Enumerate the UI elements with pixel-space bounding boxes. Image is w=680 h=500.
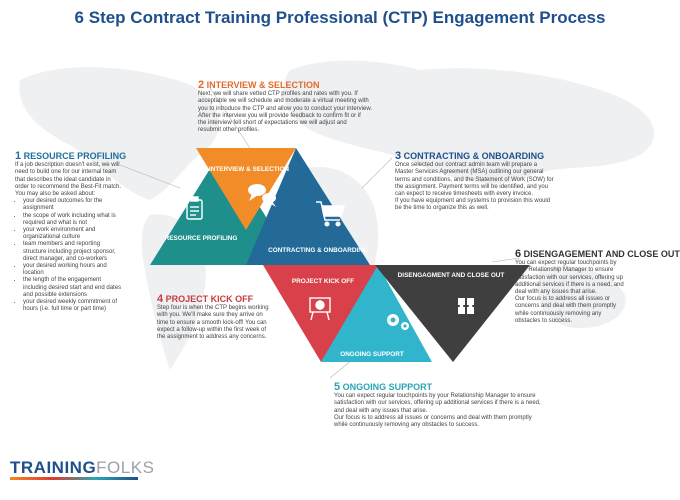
step-5-block: 5 ONGOING SUPPORT You can expect regular… (334, 381, 594, 429)
step-5-title: ONGOING SUPPORT (342, 382, 433, 392)
page-title: 6 Step Contract Training Professional (C… (74, 8, 606, 27)
step-5-number: 5 (334, 381, 341, 393)
step-2-heading: 2 INTERVIEW & SELECTION (198, 79, 388, 91)
step-6-block: 6 DISENGAGEMENT AND CLOSE OUT You can ex… (515, 248, 680, 325)
step-6-heading: 6 DISENGAGEMENT AND CLOSE OUT (515, 248, 680, 260)
step-2-text: Next, we will share vetted CTP profiles … (198, 91, 372, 134)
connector-line (209, 87, 251, 149)
connector-line (491, 257, 521, 263)
step-1-list: your desired outcomes for the assignment… (15, 198, 155, 313)
step-1-list-item: the length of the engagement including d… (23, 277, 155, 299)
step-1-title: RESOURCE PROFILING (23, 151, 127, 161)
gears-icon (387, 314, 409, 330)
clipboard-icon (186, 196, 203, 220)
step-4-text: Step four is when the CTP begins working… (157, 305, 269, 341)
step-4-number: 4 (157, 293, 164, 305)
step-1-list-item: your work environment and organizational… (23, 227, 155, 241)
step-5-text: You can expect regular touchpoints by yo… (334, 393, 541, 429)
puzzle-icon (458, 298, 474, 314)
step-6-number: 6 (515, 248, 522, 260)
triangle-interview-selection (196, 148, 296, 230)
step-1-heading: 1 RESOURCE PROFILING (15, 150, 155, 162)
presentation-board-icon (309, 297, 331, 321)
step-1-list-item: your desired outcomes for the assignment (23, 198, 155, 212)
step-3-heading: 3 CONTRACTING & ONBOARDING (395, 150, 575, 162)
step-3-text: Once selected our contract admin team wi… (395, 162, 554, 212)
logo-part-1: TRAINING (10, 458, 97, 477)
step-2-block: 2 INTERVIEW & SELECTION Next, we will sh… (198, 79, 388, 134)
step-2-title: INTERVIEW & SELECTION (206, 80, 320, 90)
connector-line (361, 157, 393, 189)
step-1-list-item: team members and reporting structure inc… (23, 241, 155, 263)
connector-line (329, 359, 353, 379)
step-2-number: 2 (198, 79, 205, 91)
step-4-heading: 4 PROJECT KICK OFF (157, 293, 297, 305)
tri-label-disengagement: DISENGAGMENT AND CLOSE OUT (398, 272, 505, 279)
step-1-list-item: your desired weekly commitment of hours … (23, 299, 155, 313)
step-6-title: DISENGAGEMENT AND CLOSE OUT (523, 249, 680, 259)
trainingfolks-logo: TRAININGFOLKS (10, 458, 154, 478)
step-4-block: 4 PROJECT KICK OFF Step four is when the… (157, 293, 297, 341)
triangle-project-kickoff (263, 265, 380, 362)
tri-label-resource-profiling: RESOURCE PROFILING (165, 235, 238, 242)
tri-label-ongoing-support: ONGOING SUPPORT (340, 351, 404, 358)
chat-bubbles-icon (248, 184, 276, 207)
connector-line (119, 164, 181, 189)
logo-part-2: FOLKS (96, 458, 155, 477)
tri-label-project-kickoff: PROJECT KICK OFF (292, 278, 354, 285)
logo-underline (10, 477, 138, 480)
step-3-title: CONTRACTING & ONBOARDING (403, 151, 545, 161)
step-3-number: 3 (395, 150, 402, 162)
step-1-block: 1 RESOURCE PROFILING If a job descriptio… (15, 150, 155, 313)
shopping-cart-icon (316, 201, 346, 227)
step-5-heading: 5 ONGOING SUPPORT (334, 381, 594, 393)
tri-label-contracting-onboarding: CONTRACTING & ONBOARDING (268, 247, 368, 254)
triangle-contracting-onboarding (246, 148, 370, 265)
triangle-disengagement (375, 265, 530, 362)
step-1-list-item: your desired working hours and location (23, 263, 155, 277)
step-6-text: You can expect regular touchpoints by yo… (515, 260, 624, 324)
step-1-intro: If a job description doesn't exist, we w… (15, 162, 122, 198)
step-1-list-item: the scope of work including what is requ… (23, 213, 155, 227)
step-4-title: PROJECT KICK OFF (165, 294, 254, 304)
tri-label-interview-selection: INTERVIEW & SELECTION (209, 166, 290, 173)
triangle-ongoing-support (321, 265, 432, 362)
step-3-block: 3 CONTRACTING & ONBOARDING Once selected… (395, 150, 575, 213)
step-1-number: 1 (15, 150, 22, 162)
